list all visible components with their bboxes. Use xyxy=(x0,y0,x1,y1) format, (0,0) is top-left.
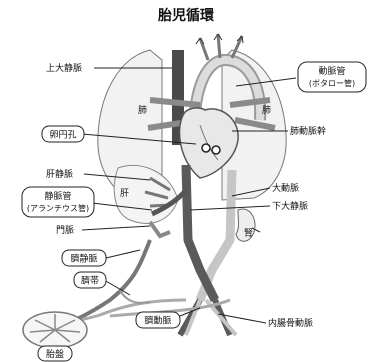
label-kidney: 腎 xyxy=(244,228,253,239)
heart xyxy=(178,107,239,179)
label-hepatic-vein: 肝静脈 xyxy=(46,168,73,180)
pulmonary-arteries xyxy=(147,97,276,131)
label-umbilical-vein: 臍静脈 xyxy=(70,253,97,265)
label-box-foramen-ovale xyxy=(41,125,85,143)
label-lung-right: 肺 xyxy=(262,105,271,116)
label-superior-vena-cava: 上大静脈 xyxy=(46,62,82,74)
label-lung-left: 肺 xyxy=(138,105,147,116)
label-umbilical-artery: 臍動脈 xyxy=(144,315,171,327)
label-box-ductus-venosus xyxy=(21,186,95,218)
label-liver: 肝 xyxy=(120,188,129,199)
label-box-placenta xyxy=(37,345,73,362)
label-ductus-arteriosus-2: (ボタロー管) xyxy=(309,78,355,88)
liver xyxy=(113,164,188,239)
label-foramen-ovale: 卵円孔 xyxy=(49,130,76,141)
label-internal-iliac-artery: 内腸骨動脈 xyxy=(268,317,313,329)
label-umbilical-cord: 臍帯 xyxy=(81,275,99,287)
label-box-umbilical-cord xyxy=(73,271,107,289)
placenta xyxy=(22,311,88,349)
label-aorta: 大動脈 xyxy=(272,182,299,194)
heart-and-vessels xyxy=(147,33,276,337)
kidney xyxy=(235,208,256,242)
ductus-venosus xyxy=(150,188,188,217)
lungs xyxy=(97,49,287,201)
labels: 上大静脈 動脈管 (ボタロー管) 肺 肺 卵円孔 肺動脈幹 肝静脈 肝 静脈管 … xyxy=(21,61,367,362)
label-ductus-venosus-2: (アランチウス管) xyxy=(27,203,89,213)
label-ductus-arteriosus-1: 動脈管 xyxy=(318,65,345,77)
label-box-umbilical-vein xyxy=(61,249,107,267)
portal-vein xyxy=(148,220,171,239)
aortic-branches xyxy=(198,33,244,61)
label-portal-vein: 門脈 xyxy=(56,224,74,236)
label-ivc: 下大静脈 xyxy=(272,200,308,212)
label-placenta: 胎盤 xyxy=(46,348,64,360)
diagram-title: 胎児循環 xyxy=(158,7,215,24)
label-ductus-venosus-1: 静脈管 xyxy=(44,190,71,202)
label-box-ductus-arteriosus xyxy=(297,61,367,93)
foramen-ovale-mark xyxy=(201,143,211,153)
inferior-vena-cava xyxy=(181,164,220,303)
umbilical-vein xyxy=(69,239,152,324)
label-pulmonary-trunk: 肺動脈幹 xyxy=(290,125,326,137)
label-box-umbilical-artery xyxy=(135,311,181,329)
leader-lines xyxy=(81,67,297,324)
